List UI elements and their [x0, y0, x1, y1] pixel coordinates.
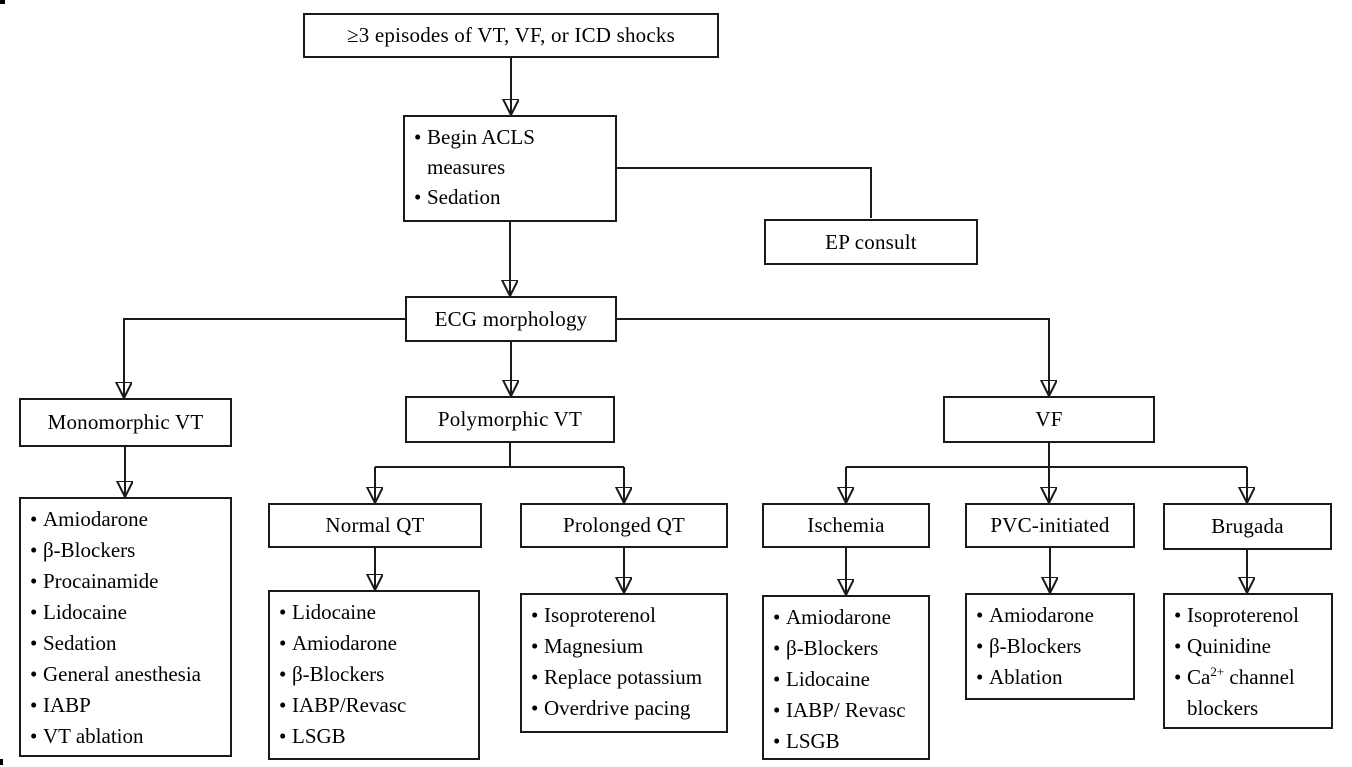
node-brugada: Brugada: [1163, 503, 1332, 550]
treatment-item: β-Blockers: [773, 633, 926, 664]
treatment-item: Lidocaine: [279, 597, 476, 628]
treatment-item: Quinidine: [1174, 631, 1329, 662]
treatment-list: Lidocaine Amiodarone β-Blockers IABP/Rev…: [279, 597, 476, 752]
treatment-item: Lidocaine: [773, 664, 926, 695]
treatment-item: β-Blockers: [976, 631, 1131, 662]
treatment-item: Overdrive pacing: [531, 693, 724, 724]
treatment-item: LSGB: [773, 726, 926, 757]
treatment-item: Amiodarone: [773, 602, 926, 633]
treatment-item: Isoproterenol: [1174, 600, 1329, 631]
treatment-item: Replace potassium: [531, 662, 724, 693]
treatment-item: Amiodarone: [30, 504, 228, 535]
treatments-pvc: Amiodarone β-Blockers Ablation: [965, 593, 1135, 700]
node-label: Brugada: [1211, 514, 1284, 538]
treatment-item: Sedation: [30, 628, 228, 659]
treatment-item: β-Blockers: [279, 659, 476, 690]
node-label: Monomorphic VT: [47, 410, 204, 434]
node-label: PVC-initiated: [990, 513, 1110, 537]
edge-acls-to-ep-consult: [617, 167, 872, 218]
node-label: VF: [1035, 407, 1063, 431]
node-label: EP consult: [825, 229, 917, 254]
treatment-item: Ablation: [976, 662, 1131, 693]
node-ecg-morphology: ECG morphology: [405, 296, 617, 342]
treatment-list: Isoproterenol Magnesium Replace potassiu…: [531, 600, 724, 724]
treatments-ischemia: Amiodarone β-Blockers Lidocaine IABP/ Re…: [762, 595, 930, 760]
edge-ecg-to-vf: [617, 318, 1049, 394]
node-vf: VF: [943, 396, 1155, 443]
node-acls: Begin ACLS measures Sedation: [403, 115, 617, 222]
node-label: Prolonged QT: [563, 513, 685, 537]
treatment-item: IABP/ Revasc: [773, 695, 926, 726]
edge-polymorphic-split-bar: [375, 443, 624, 468]
scan-artifact: [0, 759, 3, 765]
treatment-item: Amiodarone: [279, 628, 476, 659]
node-label: Ischemia: [807, 513, 885, 537]
treatment-item-ca-channel: Ca2+ channel blockers: [1174, 662, 1329, 724]
treatment-item: IABP: [30, 690, 228, 721]
treatment-item: Amiodarone: [976, 600, 1131, 631]
treatment-list: Amiodarone β-Blockers Ablation: [976, 600, 1131, 693]
treatment-list: Amiodarone β-Blockers Procainamide Lidoc…: [30, 504, 228, 752]
node-label: Normal QT: [325, 513, 425, 537]
treatment-item: VT ablation: [30, 721, 228, 752]
acls-item: Begin ACLS measures: [414, 122, 613, 182]
treatment-item: Lidocaine: [30, 597, 228, 628]
edge-ecg-to-monomorphic: [124, 318, 405, 396]
node-ischemia: Ischemia: [762, 503, 930, 548]
treatments-monomorphic: Amiodarone β-Blockers Procainamide Lidoc…: [19, 497, 232, 757]
treatments-brugada: Isoproterenol Quinidine Ca2+ channel blo…: [1163, 593, 1333, 729]
acls-item: Sedation: [414, 182, 613, 212]
node-label: ECG morphology: [434, 306, 588, 331]
superscript: 2+: [1210, 664, 1225, 679]
treatment-item: Magnesium: [531, 631, 724, 662]
node-pvc-initiated: PVC-initiated: [965, 503, 1135, 548]
node-normal-qt: Normal QT: [268, 503, 482, 548]
treatment-item: β-Blockers: [30, 535, 228, 566]
treatment-item: LSGB: [279, 721, 476, 752]
treatment-list: Isoproterenol Quinidine Ca2+ channel blo…: [1174, 600, 1329, 724]
node-label: ≥3 episodes of VT, VF, or ICD shocks: [347, 23, 675, 47]
acls-item-list: Begin ACLS measures Sedation: [414, 122, 613, 212]
node-polymorphic-vt: Polymorphic VT: [405, 396, 615, 443]
treatment-list: Amiodarone β-Blockers Lidocaine IABP/ Re…: [773, 602, 926, 757]
treatments-prolonged-qt: Isoproterenol Magnesium Replace potassiu…: [520, 593, 728, 733]
node-prolonged-qt: Prolonged QT: [520, 503, 728, 548]
treatment-item: IABP/Revasc: [279, 690, 476, 721]
treatment-item: Procainamide: [30, 566, 228, 597]
node-start: ≥3 episodes of VT, VF, or ICD shocks: [303, 13, 719, 58]
treatment-item: General anesthesia: [30, 659, 228, 690]
edge-vf-split-bar: [846, 443, 1247, 468]
treatments-normal-qt: Lidocaine Amiodarone β-Blockers IABP/Rev…: [268, 590, 480, 760]
treatment-item: Isoproterenol: [531, 600, 724, 631]
node-monomorphic-vt: Monomorphic VT: [19, 398, 232, 447]
scan-artifact: [0, 0, 5, 4]
node-label: Polymorphic VT: [437, 407, 583, 431]
node-ep-consult: EP consult: [764, 219, 978, 265]
